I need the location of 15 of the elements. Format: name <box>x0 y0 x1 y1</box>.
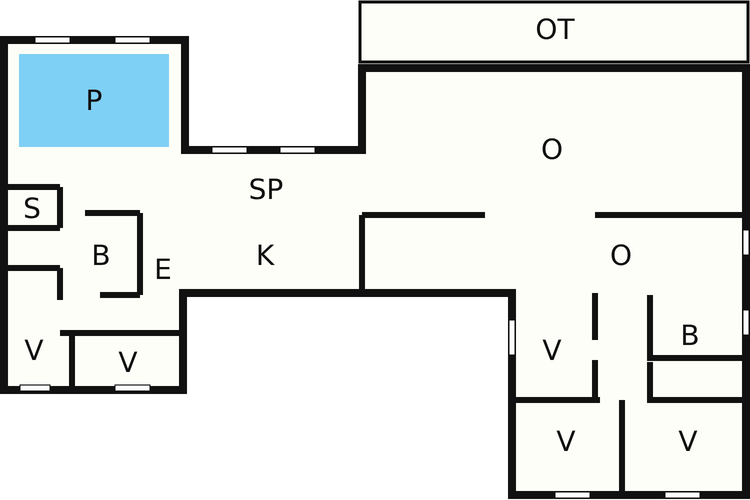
room-label: SP <box>236 172 296 208</box>
room-label: O <box>532 132 572 168</box>
room-label: V <box>16 333 52 369</box>
room-label: B <box>83 238 119 274</box>
room-label: B <box>670 318 710 354</box>
room-label: V <box>110 345 146 381</box>
room-label: S <box>16 193 48 225</box>
pool: P <box>19 54 169 147</box>
room-label: V <box>548 424 584 460</box>
room-label: O <box>601 238 641 274</box>
room-label: V <box>534 333 570 369</box>
room-label: E <box>146 252 180 288</box>
room-label: V <box>670 424 706 460</box>
plan-label: OT <box>520 12 590 48</box>
room-label: K <box>246 238 284 274</box>
